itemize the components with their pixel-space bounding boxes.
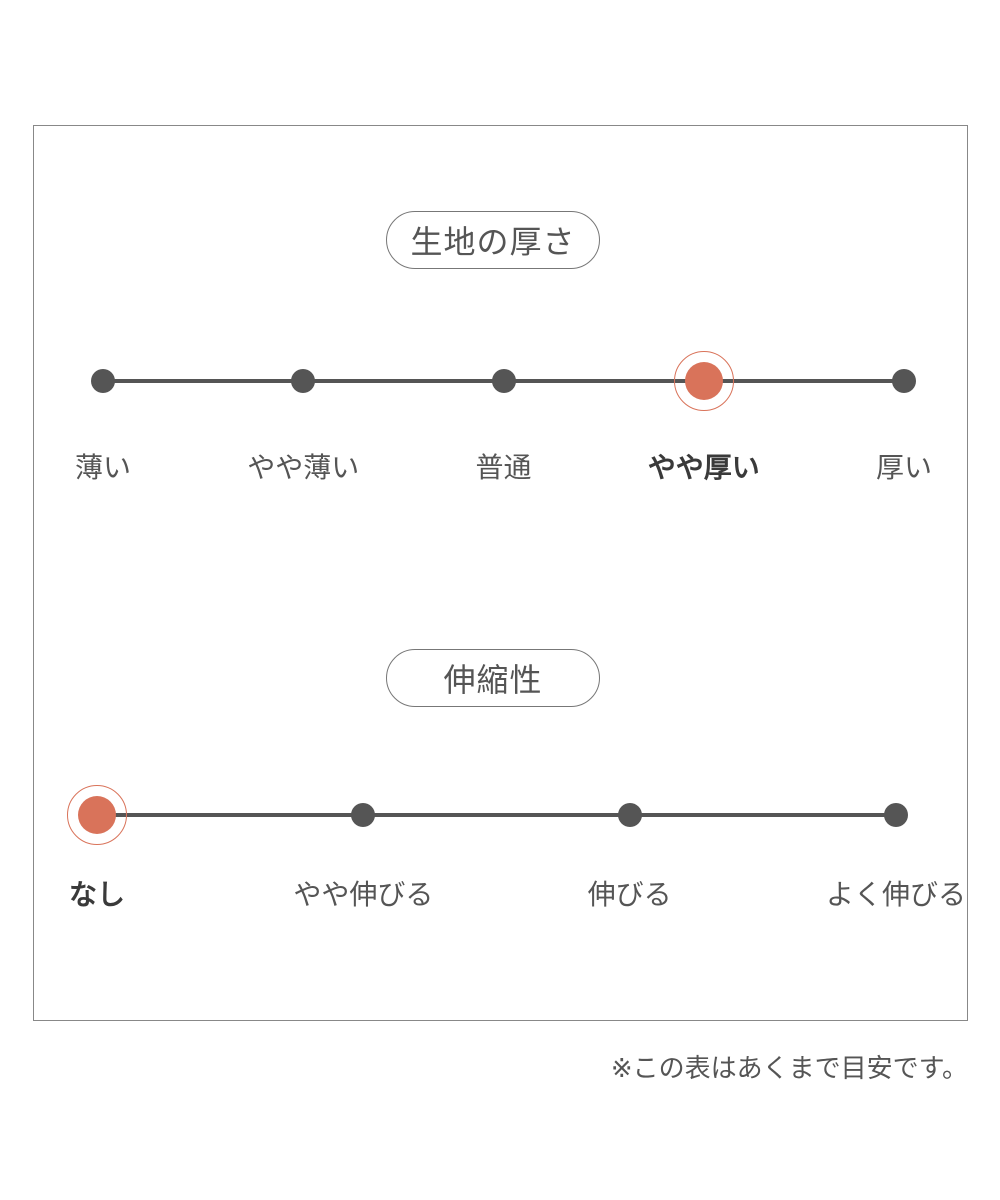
thickness-title: 生地の厚さ bbox=[410, 223, 576, 261]
thickness-option-dot bbox=[892, 369, 916, 393]
thickness-option-dot-selected bbox=[673, 351, 734, 411]
thickness-option-dot bbox=[91, 369, 115, 393]
stretch-option-dot bbox=[884, 803, 908, 827]
thickness-option-dot bbox=[491, 369, 516, 393]
stretch-track bbox=[97, 813, 896, 817]
stretch-option-dot bbox=[617, 803, 642, 827]
stretch-option-dot-selected bbox=[67, 785, 127, 845]
thickness-option-label: 普通 bbox=[475, 451, 532, 484]
disclaimer-note: ※この表はあくまで目安です。 bbox=[610, 1054, 968, 1084]
stretch-option-dot bbox=[351, 803, 376, 827]
thickness-option-dot bbox=[291, 369, 316, 393]
chart-frame bbox=[33, 125, 968, 1021]
stretch-option-label: なし bbox=[68, 878, 126, 911]
thickness-option-label: 厚い bbox=[875, 451, 933, 484]
thickness-selected-ring bbox=[673, 351, 734, 411]
thickness-option-label: 薄い bbox=[74, 451, 132, 484]
stretch-selected-marker bbox=[78, 796, 116, 834]
stretch-option-label: やや伸びる bbox=[293, 878, 434, 911]
thickness-title-pill: 生地の厚さ bbox=[386, 211, 600, 269]
stretch-selected-ring bbox=[67, 785, 127, 845]
thickness-selected-marker bbox=[684, 362, 723, 400]
stretch-option-label: 伸びる bbox=[587, 878, 672, 911]
stretch-title: 伸縮性 bbox=[443, 661, 543, 699]
thickness-option-label: やや薄い bbox=[247, 451, 360, 484]
stretch-option-label: よく伸びる bbox=[825, 878, 967, 911]
stretch-title-pill: 伸縮性 bbox=[386, 649, 600, 707]
thickness-option-label: やや厚い bbox=[647, 451, 760, 484]
